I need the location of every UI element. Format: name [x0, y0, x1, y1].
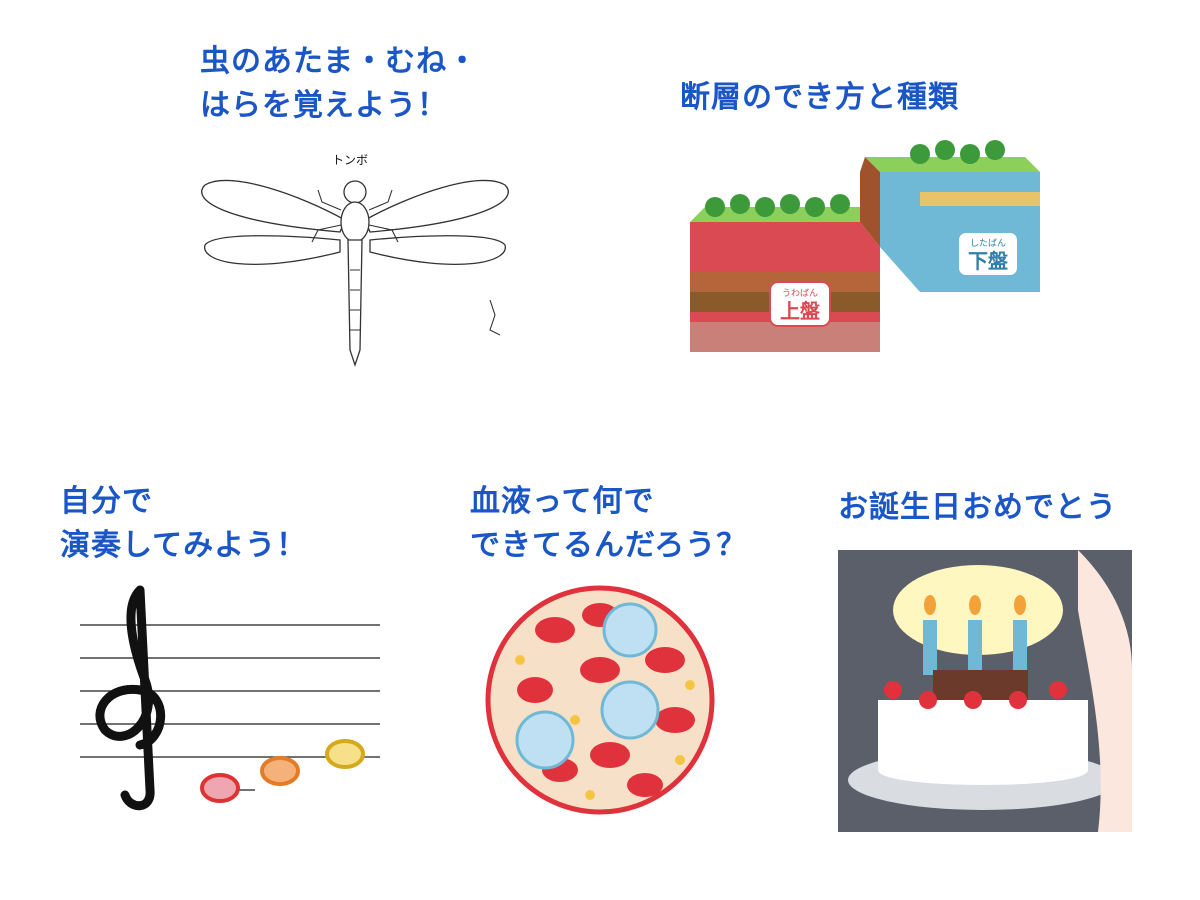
card-title: 断層のでき方と種類	[680, 80, 959, 115]
birthday-cake-illustration	[838, 550, 1132, 832]
footwall-reading: したばん	[970, 238, 1006, 249]
card-title: 虫のあたま・むね・ はらを覚えよう！	[200, 44, 479, 123]
card-insect[interactable]: 虫のあたま・むね・ はらを覚えよう！ トンボ	[190, 40, 530, 380]
blood-cells-illustration	[480, 580, 730, 820]
card-fault[interactable]: 断層のでき方と種類 うわばん 上盤	[680, 70, 1050, 370]
footwall-label: 下盤	[968, 249, 1009, 273]
figure-label: トンボ	[332, 153, 368, 167]
staff-illustration	[70, 580, 390, 820]
treble-clef-icon	[95, 585, 166, 811]
dragonfly-illustration: トンボ	[190, 140, 520, 380]
hanging-wall-label: 上盤	[780, 299, 821, 323]
fault-illustration: うわばん 上盤 したばん 下盤	[680, 132, 1050, 362]
card-birthday[interactable]: お誕生日おめでとう	[838, 480, 1168, 840]
card-title: お誕生日おめでとう	[838, 490, 1117, 525]
card-title: 自分で 演奏してみよう！	[60, 484, 308, 563]
hanging-wall-reading: うわばん	[782, 288, 818, 299]
card-title: 血液って何で できてるんだろう？	[470, 484, 748, 563]
card-music[interactable]: 自分で 演奏してみよう！	[60, 480, 390, 840]
card-blood[interactable]: 血液って何で できてるんだろう？	[470, 480, 790, 840]
